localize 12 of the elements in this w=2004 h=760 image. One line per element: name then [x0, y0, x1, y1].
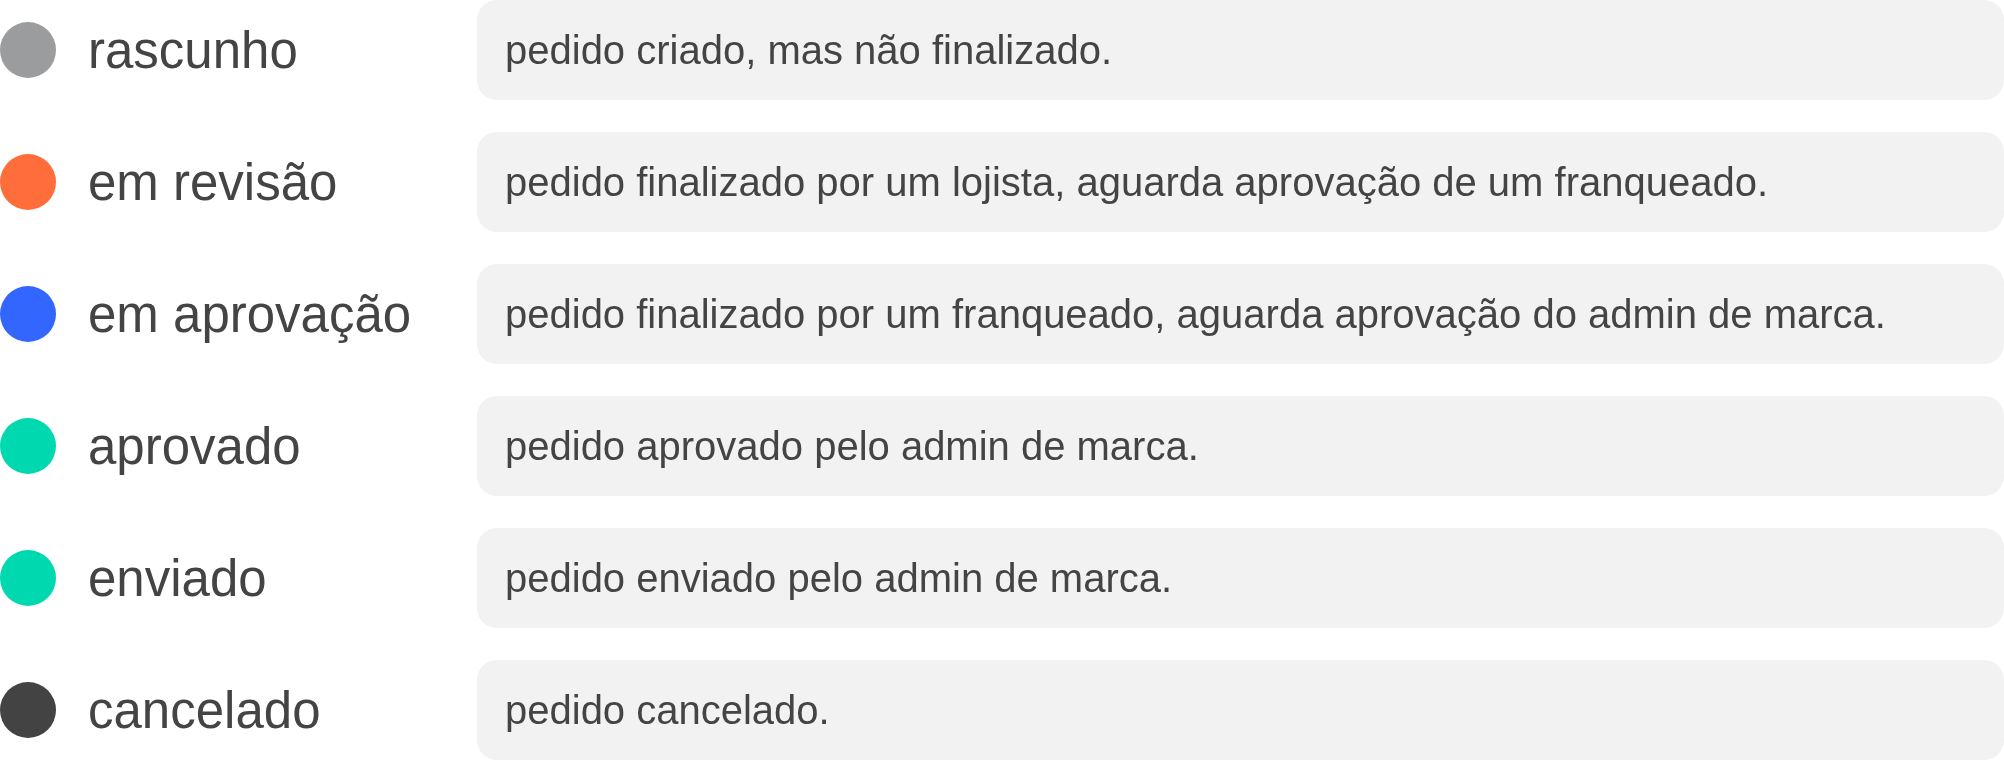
status-name: em aprovação: [88, 284, 412, 344]
description-text: pedido enviado pelo admin de marca.: [505, 555, 1173, 602]
description-text: pedido criado, mas não finalizado.: [505, 27, 1113, 74]
description-text: pedido cancelado.: [505, 687, 830, 734]
description-text: pedido finalizado por um franqueado, aguarda aprovação do admin de marca.: [505, 291, 1886, 338]
status-name: aprovado: [88, 416, 301, 476]
description-text: pedido finalizado por um lojista, aguarda aprovação de um franqueado.: [505, 159, 1769, 206]
status-name: enviado: [88, 548, 267, 608]
status-name: rascunho: [88, 20, 298, 80]
status-name: em revisão: [88, 152, 338, 212]
status-name: cancelado: [88, 680, 321, 740]
description-text: pedido aprovado pelo admin de marca.: [505, 423, 1199, 470]
